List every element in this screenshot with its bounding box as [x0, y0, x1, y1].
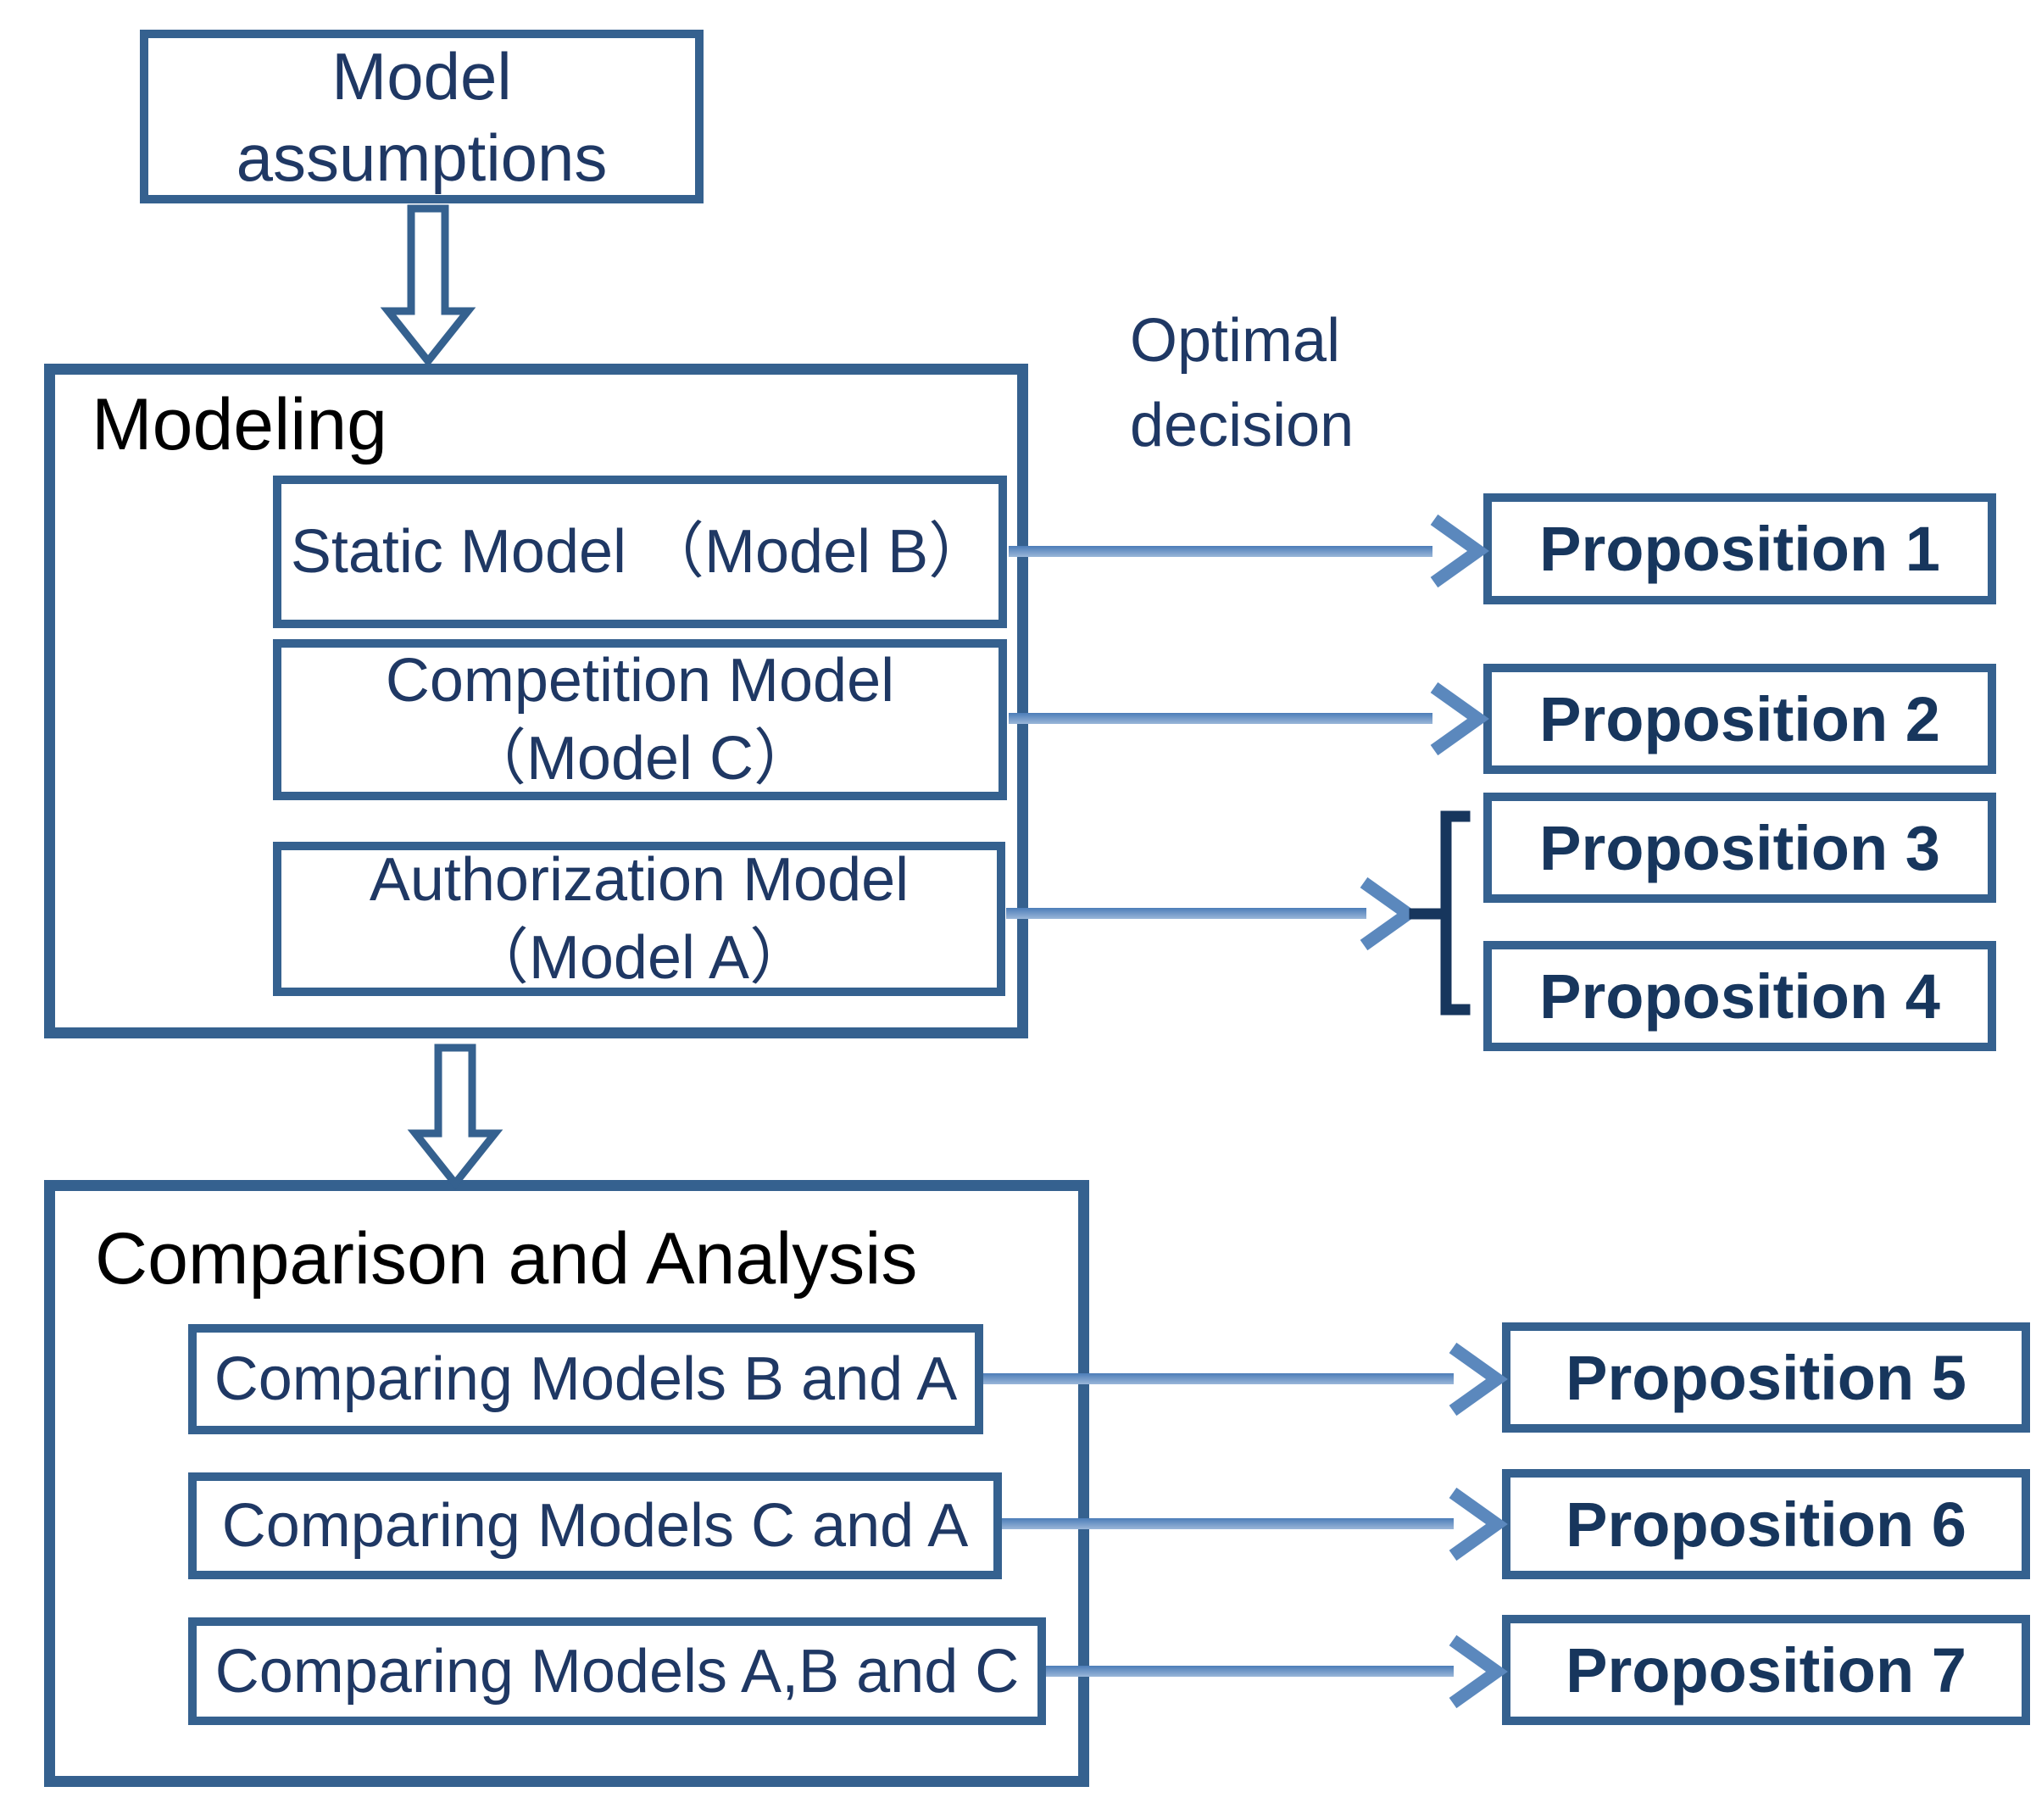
competition-model-line2: （Model C） [464, 725, 815, 793]
right-arrow-shaft [1006, 908, 1366, 919]
comparing-b-a-label: Comparing Models B and A [214, 1345, 958, 1413]
optimal-decision-label: Optimal decision [1130, 298, 1354, 468]
static-model-box: Static Model （Model B） [273, 476, 1007, 628]
proposition-2-box: Proposition 2 [1483, 664, 1996, 774]
comparing-c-a-label: Comparing Models C and A [221, 1492, 969, 1560]
proposition-5-label: Proposition 5 [1566, 1342, 1966, 1413]
model-assumptions-box: Model assumptions [140, 30, 704, 203]
right-arrow-icon [1449, 1487, 1508, 1561]
down-arrow-icon [407, 1044, 503, 1190]
proposition-6-label: Proposition 6 [1566, 1489, 1966, 1560]
right-arrow-icon [1430, 514, 1489, 588]
static-model-label: Static Model （Model B） [290, 518, 990, 586]
modeling-section-title: Modeling [92, 384, 387, 465]
authorization-model-line2: （Model A） [467, 924, 811, 992]
competition-model-box: Competition Model （Model C） [273, 639, 1007, 800]
right-arrow-shaft [1046, 1666, 1454, 1677]
right-arrow-icon [1449, 1634, 1508, 1709]
optimal-decision-line2: decision [1130, 392, 1355, 459]
competition-model-line1: Competition Model [385, 647, 895, 715]
proposition-1-box: Proposition 1 [1483, 493, 1996, 604]
right-arrow-shaft [1009, 546, 1432, 557]
proposition-7-label: Proposition 7 [1566, 1634, 1966, 1706]
proposition-2-label: Proposition 2 [1539, 683, 1940, 754]
comparison-section-title: Comparison and Analysis [95, 1218, 918, 1300]
comparing-b-a-box: Comparing Models B and A [188, 1324, 983, 1434]
proposition-4-label: Proposition 4 [1539, 960, 1940, 1032]
proposition-1-label: Proposition 1 [1539, 514, 1940, 584]
proposition-5-box: Proposition 5 [1502, 1322, 2030, 1433]
proposition-4-box: Proposition 4 [1483, 941, 1996, 1051]
comparing-a-b-c-box: Comparing Models A,B and C [188, 1617, 1046, 1725]
comparing-a-b-c-label: Comparing Models A,B and C [214, 1637, 1020, 1706]
right-arrow-icon [1430, 682, 1489, 756]
comparing-c-a-box: Comparing Models C and A [188, 1472, 1002, 1579]
optimal-decision-line1: Optimal [1130, 307, 1341, 375]
proposition-3-label: Proposition 3 [1539, 812, 1940, 883]
model-assumptions-line2: assumptions [236, 120, 608, 195]
down-arrow-icon [380, 204, 476, 368]
right-arrow-shaft [1009, 713, 1432, 724]
authorization-model-line1: Authorization Model [369, 846, 910, 914]
proposition-3-box: Proposition 3 [1483, 793, 1996, 903]
brace-icon [1409, 810, 1471, 1016]
proposition-7-box: Proposition 7 [1502, 1615, 2030, 1725]
proposition-6-box: Proposition 6 [1502, 1469, 2030, 1579]
model-assumptions-line1: Model [331, 38, 512, 114]
right-arrow-icon [1449, 1342, 1508, 1416]
right-arrow-icon [1360, 877, 1419, 951]
authorization-model-box: Authorization Model （Model A） [273, 842, 1005, 996]
